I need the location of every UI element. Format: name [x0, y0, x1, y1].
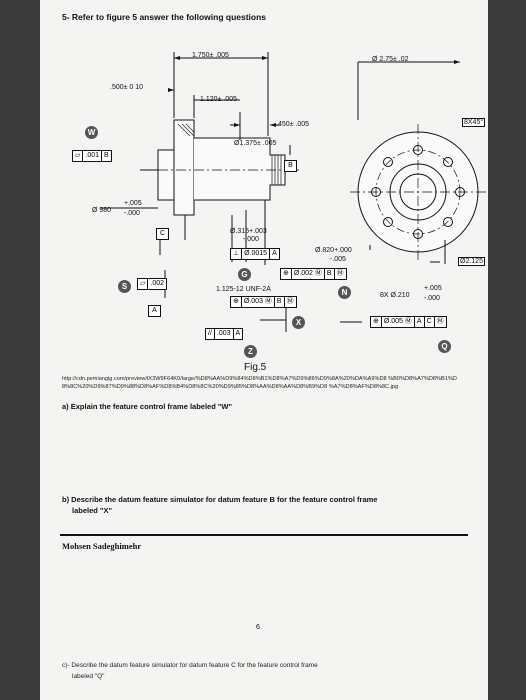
dim-chamfer: 8X45°: [462, 118, 486, 127]
fcf-position-003: ⊕ Ø.003 Ⓜ B Ⓜ: [230, 296, 297, 308]
datum-a-box: A: [148, 305, 161, 317]
page-number: 6: [256, 624, 260, 631]
label-z-badge: Z: [244, 345, 257, 358]
label-n-badge: N: [338, 286, 351, 299]
body-outline: [194, 137, 286, 201]
fcf-parallelism-003: // .003 A: [205, 328, 244, 340]
question-a: a) Explain the feature control frame lab…: [62, 402, 233, 411]
question-c-line2: labeled "Q": [72, 673, 105, 680]
dim-315: Ø.315+.003: [230, 228, 267, 235]
label-s-badge: S: [118, 280, 131, 293]
flange-outline: [173, 119, 195, 216]
dim-2750: Ø 2.75± .02: [372, 56, 409, 63]
dim-980-plus: +.005: [124, 200, 142, 207]
figure-caption: Fig.5: [244, 362, 267, 373]
question-c-line1: c)- Describe the datum feature simulator…: [62, 662, 318, 669]
dim-1750: 1.750± .005: [192, 52, 229, 59]
technical-drawing: [100, 52, 486, 332]
dim-holes: 8X Ø.210: [380, 292, 410, 299]
dim-820-minus: -.005: [330, 256, 346, 263]
dim-450: .450± .005: [276, 121, 310, 128]
question-b-line1: b) Describe the datum feature simulator …: [62, 495, 378, 504]
dim-holes-plus: +.005: [424, 285, 442, 292]
dim-1120: 1.120± .005: [200, 96, 237, 103]
source-url: http://cdn.pemiangig.com/preview/tX3W9F6…: [62, 376, 457, 390]
fcf-position-002: ⊕ Ø.002 Ⓜ B Ⓜ: [280, 268, 347, 280]
document-page: 5- Refer to figure 5 answer the followin…: [40, 0, 488, 700]
dim-1375: Ø1.375± .005: [234, 140, 277, 147]
dim-820: Ø.820+.000: [315, 247, 352, 254]
datum-c-box: C: [156, 228, 169, 240]
author-name: Mohsen Sadeghimehr: [62, 541, 142, 551]
fcf-position-005: ⊕ Ø.005 Ⓜ A C Ⓜ: [370, 316, 447, 328]
dim-980-minus: -.000: [124, 210, 140, 217]
datum-b-box: B: [284, 160, 297, 172]
dim-500: .500± 0 10: [110, 84, 144, 91]
fcf-perpendicularity: ⊥ Ø.0015 A: [230, 248, 280, 260]
fcf-flatness-002: ▱ .002: [137, 278, 168, 290]
dim-980-prefix: Ø 980: [92, 207, 112, 214]
label-g-badge: G: [238, 268, 251, 281]
dim-bolt-circle: Ø2.125: [458, 257, 485, 266]
dim-thread: 1.125-12 UNF-2A: [216, 286, 271, 293]
section-hatching: [177, 123, 195, 137]
separator-line: [60, 534, 468, 536]
left-hub: [157, 149, 175, 201]
question-b-line2: labeled "X": [72, 506, 113, 515]
label-w-badge: W: [85, 126, 98, 139]
dim-holes-minus: -.000: [424, 295, 440, 302]
fcf-flatness-001: ▱ .001 B: [72, 150, 112, 162]
label-q-badge: Q: [438, 340, 451, 353]
dim-315-minus: -.000: [243, 236, 259, 243]
label-x-badge: X: [292, 316, 305, 329]
question-header: 5- Refer to figure 5 answer the followin…: [62, 12, 267, 22]
